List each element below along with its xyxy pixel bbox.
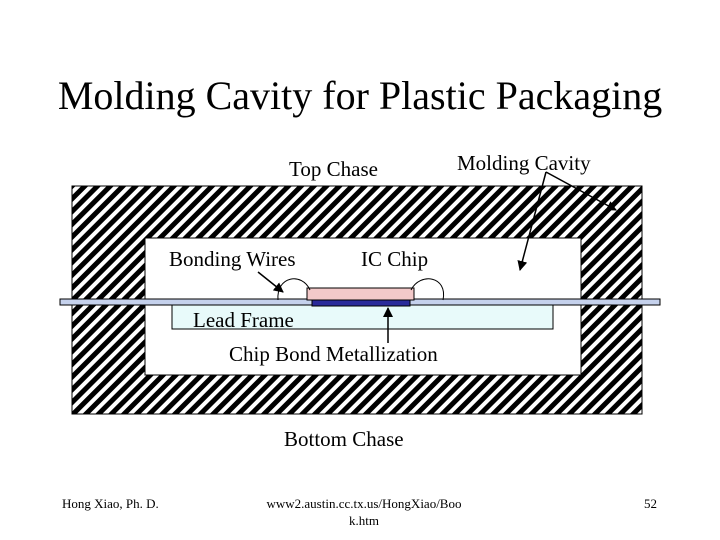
label-bonding-wires: Bonding Wires: [169, 247, 296, 271]
molding-cavity-arrow-right: [545, 171, 617, 211]
footer-url-line2: k.htm: [349, 513, 379, 528]
ic-chip: [306, 287, 415, 301]
label-chip-bond-metallization: Chip Bond Metallization: [229, 342, 438, 366]
label-top-chase: Top Chase: [289, 157, 378, 181]
label-ic-chip: IC Chip: [361, 247, 429, 271]
slide-title: Molding Cavity for Plastic Packaging: [57, 73, 663, 118]
footer-page-number: 52: [644, 496, 657, 511]
bonding-wire-right: [410, 278, 445, 301]
label-molding-cavity: Molding Cavity: [457, 151, 591, 175]
label-bottom-chase: Bottom Chase: [284, 427, 404, 451]
bonding-wires-arrow: [257, 271, 284, 293]
bonding-wire-left: [277, 278, 311, 301]
molding-cavity-arrow-left: [517, 171, 547, 271]
substrate: [171, 303, 554, 330]
label-lead-frame: Lead Frame: [193, 308, 294, 332]
footer-author: Hong Xiao, Ph. D.: [62, 496, 159, 511]
footer-url-line1: www2.austin.cc.tx.us/HongXiao/Boo: [266, 496, 462, 511]
